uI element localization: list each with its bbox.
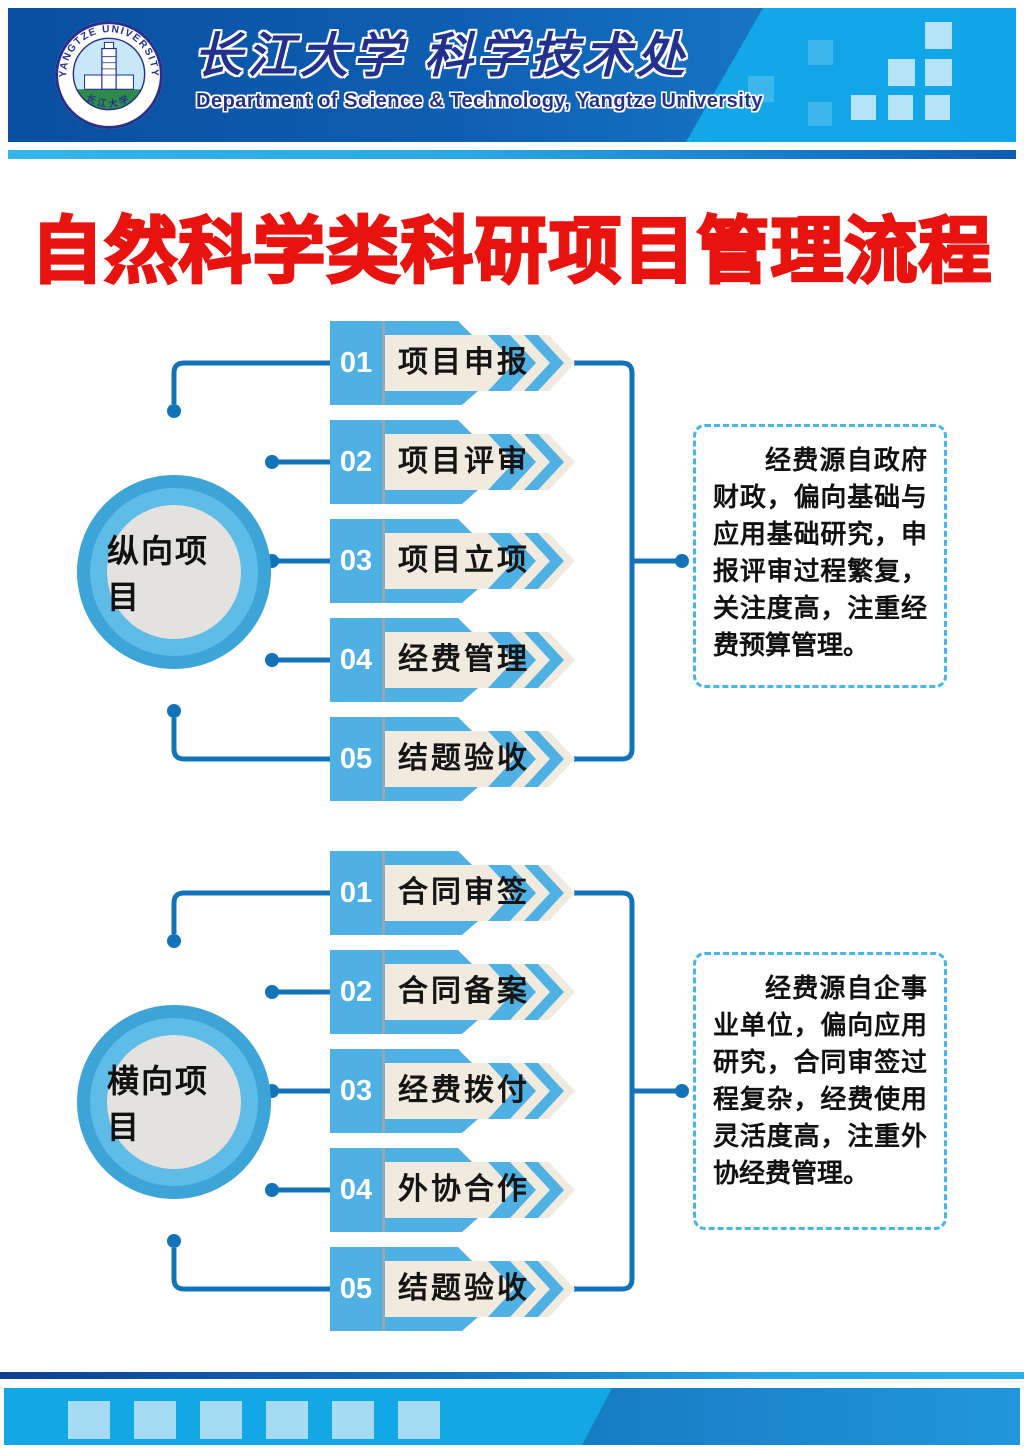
deco-square xyxy=(266,1401,308,1439)
step-number: 02 xyxy=(339,446,373,478)
org-name-english: Department of Science & Technology, Yang… xyxy=(196,90,764,112)
org-name-chinese: 长江大学 科学技术处 xyxy=(194,30,690,83)
flow2-step-2: 02 合同备案 xyxy=(330,950,578,1034)
deco-square xyxy=(134,1401,176,1439)
step-divider xyxy=(382,321,385,405)
deco-square xyxy=(68,1401,110,1439)
footer-divider-rule xyxy=(0,1372,1024,1379)
deco-square xyxy=(332,1401,374,1439)
step-divider xyxy=(382,618,385,702)
flow2-step-4: 04 外协合作 xyxy=(330,1148,578,1232)
header-divider-rule xyxy=(8,150,1016,159)
step-divider xyxy=(382,1049,385,1133)
flow2-step-5: 05 结题验收 xyxy=(330,1247,578,1331)
footer-diagonal-gradient xyxy=(582,1388,1020,1445)
step-label: 合同审签 xyxy=(398,876,530,909)
deco-square xyxy=(851,95,876,120)
step-divider xyxy=(382,851,385,935)
step-label: 结题验收 xyxy=(398,1272,530,1305)
flow1-circle-label: 纵向项目 xyxy=(107,505,241,639)
step-number: 01 xyxy=(339,347,373,379)
step-label: 项目申报 xyxy=(398,346,530,379)
step-number: 05 xyxy=(339,1273,373,1305)
flow1-category-circle: 纵向项目 xyxy=(77,475,271,669)
deco-square xyxy=(808,40,833,65)
deco-square xyxy=(808,102,832,126)
deco-square xyxy=(925,95,950,120)
flow2-note-box: 经费源自企事业单位，偏向应用研究，合同审签过程复杂，经费使用灵活度高，注重外协经… xyxy=(693,952,947,1230)
step-number: 03 xyxy=(339,545,373,577)
flow1-step-1: 01 项目申报 xyxy=(330,321,578,405)
flow2-step-1: 01 合同审签 xyxy=(330,851,578,935)
deco-square xyxy=(200,1401,242,1439)
deco-square xyxy=(398,1401,440,1439)
page-title: 自然科学类科研项目管理流程 xyxy=(29,211,993,294)
header-banner: YANGTZE UNIVERSITY 长江大学 长江大学 科学技术处 Depar… xyxy=(8,8,1016,142)
flow2-step-3: 03 经费拨付 xyxy=(330,1049,578,1133)
step-divider xyxy=(382,1247,385,1331)
step-number: 02 xyxy=(339,976,373,1008)
step-number: 03 xyxy=(339,1075,373,1107)
step-divider xyxy=(382,1148,385,1232)
flow1-step-5: 05 结题验收 xyxy=(330,717,578,801)
flow1-step-4: 04 经费管理 xyxy=(330,618,578,702)
step-label: 项目立项 xyxy=(398,544,530,577)
deco-square xyxy=(925,22,952,49)
step-divider xyxy=(382,519,385,603)
step-label: 经费拨付 xyxy=(398,1074,530,1107)
flow2-circle-label: 横向项目 xyxy=(107,1035,241,1169)
deco-square xyxy=(748,76,774,102)
step-divider xyxy=(382,950,385,1034)
step-label: 合同备案 xyxy=(398,975,530,1008)
step-number: 05 xyxy=(339,743,373,775)
university-seal-icon: YANGTZE UNIVERSITY 长江大学 xyxy=(55,21,163,129)
footer-squares xyxy=(68,1401,440,1439)
university-logo: YANGTZE UNIVERSITY 长江大学 xyxy=(54,20,164,130)
step-divider xyxy=(382,420,385,504)
step-label: 外协合作 xyxy=(398,1173,530,1206)
flow1-step-2: 02 项目评审 xyxy=(330,420,578,504)
step-label: 经费管理 xyxy=(398,643,530,676)
flow1-step-3: 03 项目立项 xyxy=(330,519,578,603)
flow2-category-circle: 横向项目 xyxy=(77,1005,271,1199)
step-number: 01 xyxy=(339,877,373,909)
flow1-note-box: 经费源自政府财政，偏向基础与应用基础研究，申报评审过程繁复，关注度高，注重经费预… xyxy=(693,424,947,688)
step-divider xyxy=(382,717,385,801)
step-label: 项目评审 xyxy=(398,445,530,478)
footer-banner xyxy=(4,1388,1020,1445)
step-number: 04 xyxy=(339,644,373,676)
step-number: 04 xyxy=(339,1174,373,1206)
deco-square xyxy=(888,95,913,120)
deco-square xyxy=(888,59,915,86)
deco-square xyxy=(925,59,952,86)
step-label: 结题验收 xyxy=(398,742,530,775)
